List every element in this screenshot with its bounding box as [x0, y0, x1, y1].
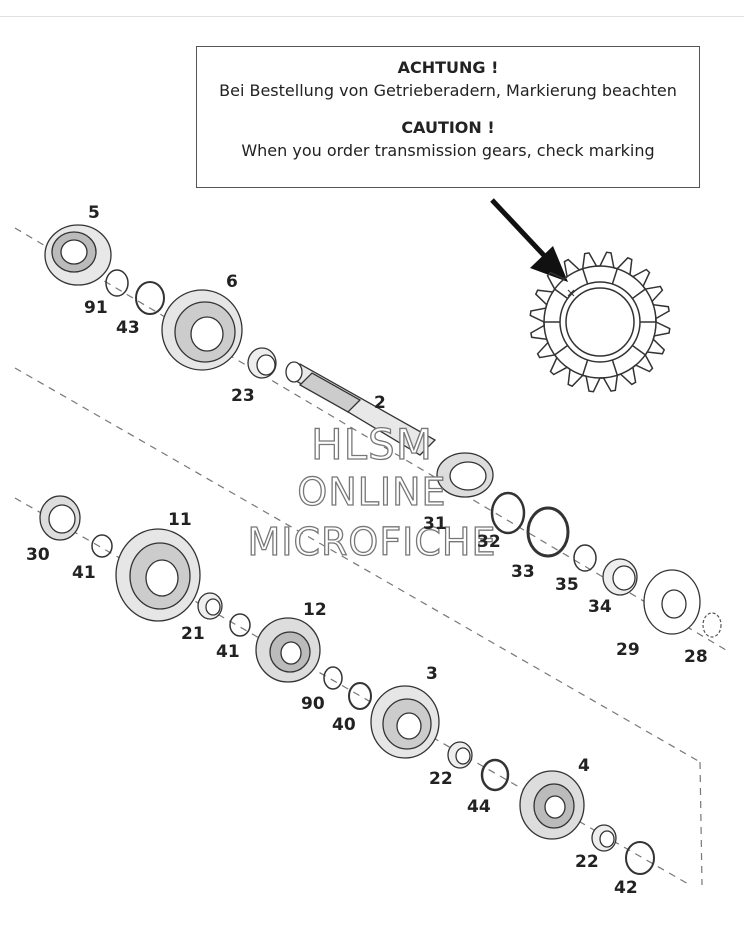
- circlip-35: [573, 544, 597, 572]
- part-label-23: 23: [231, 386, 255, 406]
- gear-3: [370, 685, 440, 759]
- part-label-6: 6: [226, 272, 238, 292]
- watermark-line-3: MICROFICHE: [247, 519, 497, 564]
- gear-spoke-line: [631, 344, 646, 356]
- gear-spoke-line: [611, 268, 619, 285]
- part-label-40: 40: [332, 715, 356, 735]
- gear-11: [115, 528, 201, 622]
- watermark-line-1: HLSM: [310, 419, 433, 469]
- part-label-28: 28: [684, 647, 708, 667]
- part-label-32: 32: [477, 532, 501, 552]
- part-label-43: 43: [116, 318, 140, 338]
- part-label-4: 4: [578, 756, 590, 776]
- part-label-22-a: 22: [429, 769, 453, 789]
- gear-6: [161, 289, 243, 371]
- circlip-91: [105, 269, 129, 297]
- part-label-41-a: 41: [72, 563, 96, 583]
- gear-spoke-line: [554, 344, 569, 356]
- part-label-41-b: 41: [216, 642, 240, 662]
- top-border-line: [0, 16, 744, 17]
- part-label-44: 44: [467, 797, 491, 817]
- part-label-12: 12: [303, 600, 327, 620]
- part-label-22-b: 22: [575, 852, 599, 872]
- part-label-21: 21: [181, 624, 205, 644]
- washer-32: [490, 491, 526, 535]
- bush-34: [602, 558, 638, 596]
- bush-21: [197, 592, 223, 620]
- part-label-5: 5: [88, 203, 100, 223]
- lower-shaft-axis: [14, 367, 701, 763]
- part-label-31: 31: [423, 514, 447, 534]
- washer-40: [348, 682, 372, 710]
- notice-text-de: Bei Bestellung von Getrieberadern, Marki…: [219, 81, 677, 100]
- bush-23: [247, 347, 277, 379]
- notice-text-en: When you order transmission gears, check…: [241, 141, 655, 160]
- washer-42: [625, 841, 655, 875]
- washer-44: [480, 758, 510, 792]
- circlip-90: [323, 666, 343, 690]
- gear-5: [44, 224, 112, 286]
- gear-spoke-line: [631, 288, 646, 300]
- washer-41-b: [229, 613, 251, 637]
- frame-right-edge: [699, 761, 703, 886]
- bearing-30: [39, 495, 81, 541]
- ring-33: [526, 506, 570, 558]
- part-label-2: 2: [374, 393, 386, 413]
- notice-heading-en: CAUTION !: [401, 118, 495, 137]
- gear-spoke-line: [581, 268, 589, 285]
- shaft-2: [285, 361, 437, 456]
- gear-spoke-line: [611, 359, 619, 376]
- bush-22-a: [447, 741, 473, 769]
- gear-4: [519, 770, 585, 840]
- washer-43: [135, 281, 165, 315]
- part-label-33: 33: [511, 562, 535, 582]
- part-label-35: 35: [555, 575, 579, 595]
- gear-spoke-line: [581, 359, 589, 376]
- bush-22-b: [591, 824, 617, 852]
- gear-spoke-line: [554, 288, 569, 300]
- part-label-91: 91: [84, 298, 108, 318]
- part-label-11: 11: [168, 510, 192, 530]
- bearing-31: [436, 452, 494, 498]
- part-label-90: 90: [301, 694, 325, 714]
- notice-heading-de: ACHTUNG !: [397, 58, 499, 77]
- watermark-line-2: ONLINE: [297, 469, 447, 514]
- sprocket-29: [643, 569, 701, 635]
- part-label-42: 42: [614, 878, 638, 898]
- part-label-3: 3: [426, 664, 438, 684]
- gear-12: [255, 617, 321, 683]
- detail-gear: [529, 251, 671, 393]
- washer-41-a: [91, 534, 113, 558]
- caution-notice-box: ACHTUNG ! Bei Bestellung von Getrieberad…: [196, 46, 700, 188]
- part-label-30: 30: [26, 545, 50, 565]
- marking-arrow: [490, 198, 568, 282]
- part-label-34: 34: [588, 597, 612, 617]
- circlip-28: [702, 612, 722, 638]
- part-label-29: 29: [616, 640, 640, 660]
